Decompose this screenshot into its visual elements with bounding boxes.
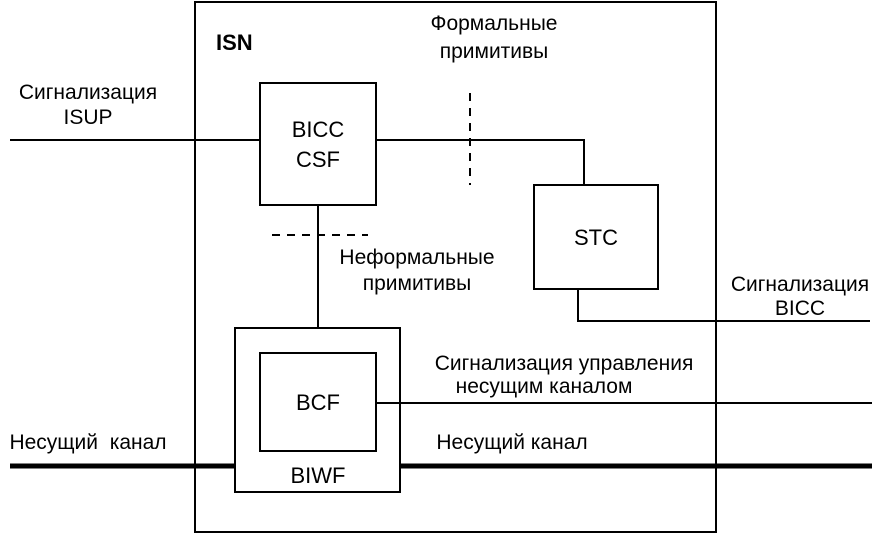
isn-label: ISN [216, 30, 253, 55]
bearer-channel-label-right: Несущий канал [436, 431, 587, 454]
bcf-label: BCF [296, 390, 340, 415]
bicc-csf-box [259, 82, 377, 206]
bearer-control-signaling-label-line2: несущим каналом [456, 375, 633, 398]
isup-signaling-label-line1: Сигнализация [19, 81, 157, 104]
biwf-label: BIWF [291, 463, 346, 488]
bicc-signaling-label-line1: Сигнализация [731, 273, 869, 296]
informal-primitives-label-line2: примитивы [363, 272, 472, 295]
bicc-signaling-line [577, 289, 870, 322]
formal-primitives-label-line2: примитивы [440, 40, 549, 63]
csf-stc-connector [376, 139, 585, 185]
bicc-csf-label-line2: CSF [296, 147, 340, 172]
bicc-signaling-label-line2: BICC [775, 297, 825, 320]
informal-primitives-label-line1: Неформальные [339, 246, 494, 269]
bearer-control-signaling-label-line1: Сигнализация управления [435, 352, 694, 375]
formal-primitives-label-line1: Формальные [430, 12, 557, 35]
stc-box [533, 184, 659, 290]
bearer-channel-label-left: Несущий канал [9, 431, 166, 454]
isup-signaling-label-line2: ISUP [63, 106, 112, 129]
stc-label: STC [574, 225, 618, 250]
bicc-csf-label-line1: BICC [292, 117, 345, 142]
